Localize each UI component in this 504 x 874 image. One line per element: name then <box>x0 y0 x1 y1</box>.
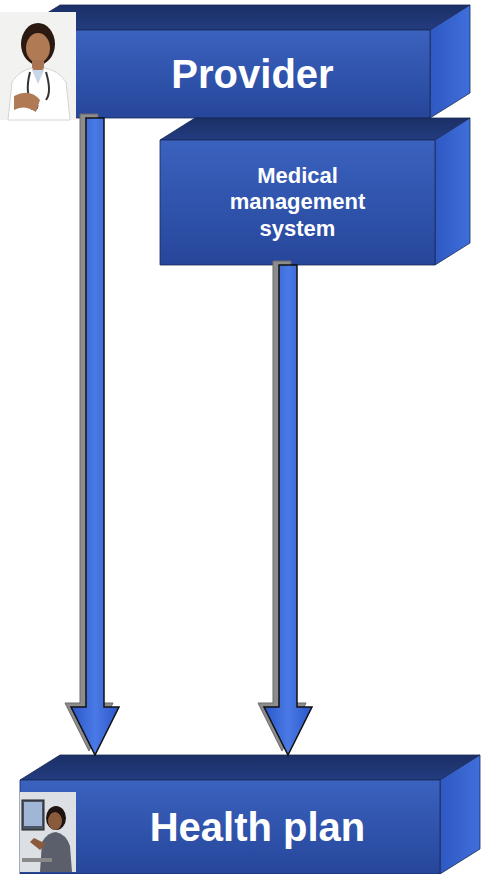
block-text-area: Medical management system <box>200 140 395 265</box>
face <box>26 33 50 63</box>
arrow-body <box>71 118 119 755</box>
block-side-face <box>440 755 480 874</box>
block-side-face <box>430 5 470 118</box>
hand <box>14 93 40 112</box>
office-photo <box>20 792 76 872</box>
arrow-shadow <box>65 114 113 751</box>
monitor-screen <box>24 802 42 826</box>
face <box>48 812 62 830</box>
block-box: Medical management system <box>160 118 470 265</box>
block-arrow <box>65 114 119 755</box>
block-front-face <box>20 30 430 118</box>
white-coat <box>8 68 70 120</box>
doctor-photo <box>0 12 76 120</box>
block-top-face <box>160 118 470 140</box>
block-box: Health plan <box>20 755 480 874</box>
arrow-body <box>264 265 312 755</box>
hair <box>21 23 55 65</box>
block-box: Provider <box>20 5 470 118</box>
neck <box>32 60 44 72</box>
keyboard <box>22 858 52 862</box>
block-label: Provider <box>171 50 333 98</box>
hand <box>30 838 46 850</box>
block-arrow <box>258 261 312 755</box>
block-label: Health plan <box>150 803 366 851</box>
photo-background <box>20 792 76 872</box>
block-top-face <box>20 5 470 30</box>
jacket <box>40 832 72 872</box>
block-top-face <box>20 755 480 780</box>
arrow-shadow <box>258 261 306 751</box>
block-label: Medical management system <box>200 163 395 242</box>
block-text-area: Health plan <box>75 780 440 874</box>
shirt <box>32 70 44 84</box>
block-side-face <box>435 118 470 265</box>
photo-background <box>0 12 76 120</box>
block-front-face <box>20 780 440 874</box>
monitor <box>22 800 44 830</box>
stethoscope-head <box>30 102 38 110</box>
stethoscope <box>28 72 49 104</box>
block-front-face <box>160 140 435 265</box>
hair <box>46 806 66 830</box>
block-text-area: Provider <box>75 30 430 118</box>
